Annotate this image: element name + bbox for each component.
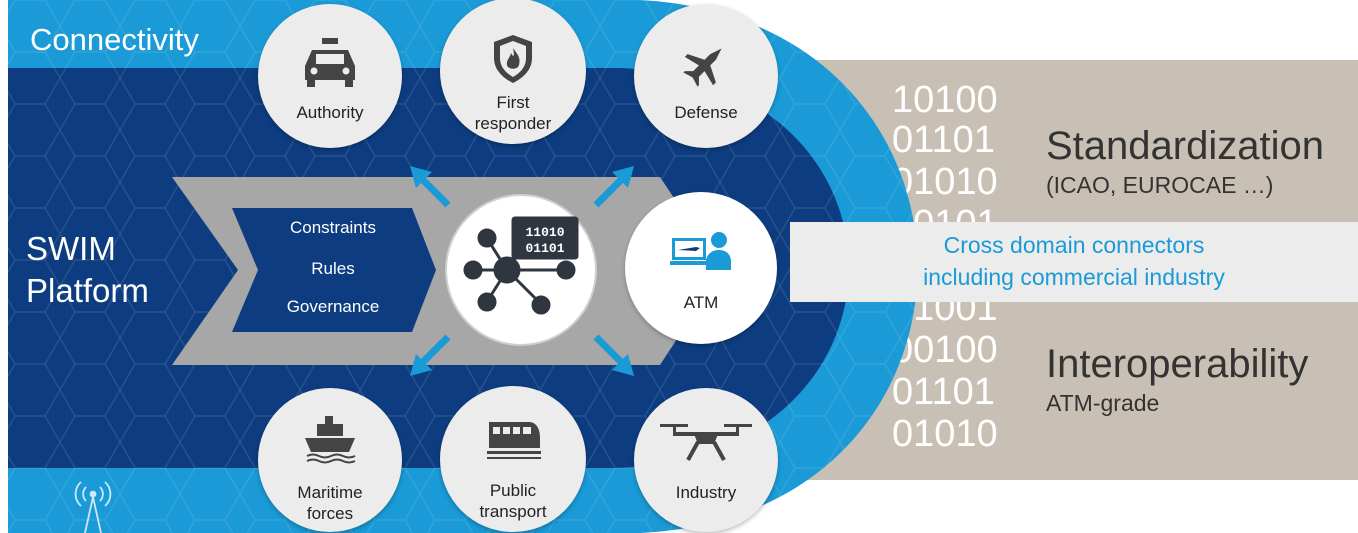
drone-icon bbox=[660, 424, 752, 461]
node-label: Defense bbox=[674, 103, 738, 122]
node-atm: ATM bbox=[625, 192, 777, 344]
node-maritime-forces: Maritime forces bbox=[258, 388, 402, 532]
node-defense: Defense bbox=[634, 4, 778, 148]
platform-title-line2: Platform bbox=[26, 272, 149, 309]
node-industry: Industry bbox=[634, 388, 778, 532]
fighter-jet-icon bbox=[683, 48, 722, 87]
cross-domain-line1: Cross domain connectors bbox=[943, 232, 1205, 258]
train-icon bbox=[487, 422, 541, 459]
interoperability-title: Interoperability bbox=[1046, 342, 1309, 386]
atm-controller-icon bbox=[670, 232, 731, 270]
governance-chevron bbox=[232, 208, 436, 332]
firefighter-shield-icon bbox=[494, 35, 532, 83]
hub-arrows bbox=[410, 166, 634, 376]
governance-item: Constraints bbox=[290, 218, 376, 237]
node-label: ATM bbox=[683, 293, 719, 312]
antenna-icon bbox=[74, 481, 112, 533]
binary-row: 01101 bbox=[892, 371, 995, 413]
data-network-icon bbox=[463, 216, 579, 315]
node-label: responder bbox=[474, 114, 552, 133]
node-first-responder: First responder bbox=[440, 0, 586, 144]
binary-row: 01101 bbox=[892, 119, 995, 161]
node-label: Industry bbox=[675, 483, 737, 502]
binary-row: 01010 bbox=[892, 161, 998, 203]
node-label: Authority bbox=[296, 103, 364, 122]
platform-title-line1: SWIM bbox=[26, 230, 116, 267]
hub-bits-line2: 01101 bbox=[525, 241, 564, 256]
governance-item: Rules bbox=[311, 259, 355, 278]
binary-row: 01010 bbox=[892, 413, 998, 455]
interoperability-subtitle: ATM-grade bbox=[1046, 390, 1160, 416]
ship-icon bbox=[305, 416, 356, 464]
connectivity-label: Connectivity bbox=[30, 22, 199, 57]
cross-domain-line2: including commercial industry bbox=[923, 264, 1225, 290]
standardization-title: Standardization bbox=[1046, 124, 1324, 168]
governance-item: Governance bbox=[286, 297, 380, 316]
binary-row: 00100 bbox=[892, 329, 998, 371]
cross-domain-band bbox=[790, 222, 1358, 302]
car-icon bbox=[305, 38, 355, 87]
hub-bits-line1: 11010 bbox=[525, 225, 564, 240]
node-label: Maritime bbox=[297, 483, 363, 502]
standardization-subtitle: (ICAO, EUROCAE …) bbox=[1046, 172, 1274, 198]
node-public-transport: Public transport bbox=[440, 386, 586, 532]
node-authority: Authority bbox=[258, 4, 402, 148]
binary-row: 10100 bbox=[892, 79, 998, 121]
node-label: Public bbox=[489, 481, 537, 500]
node-label: forces bbox=[306, 504, 354, 523]
node-label: transport bbox=[479, 502, 547, 521]
node-label: First bbox=[496, 93, 530, 112]
